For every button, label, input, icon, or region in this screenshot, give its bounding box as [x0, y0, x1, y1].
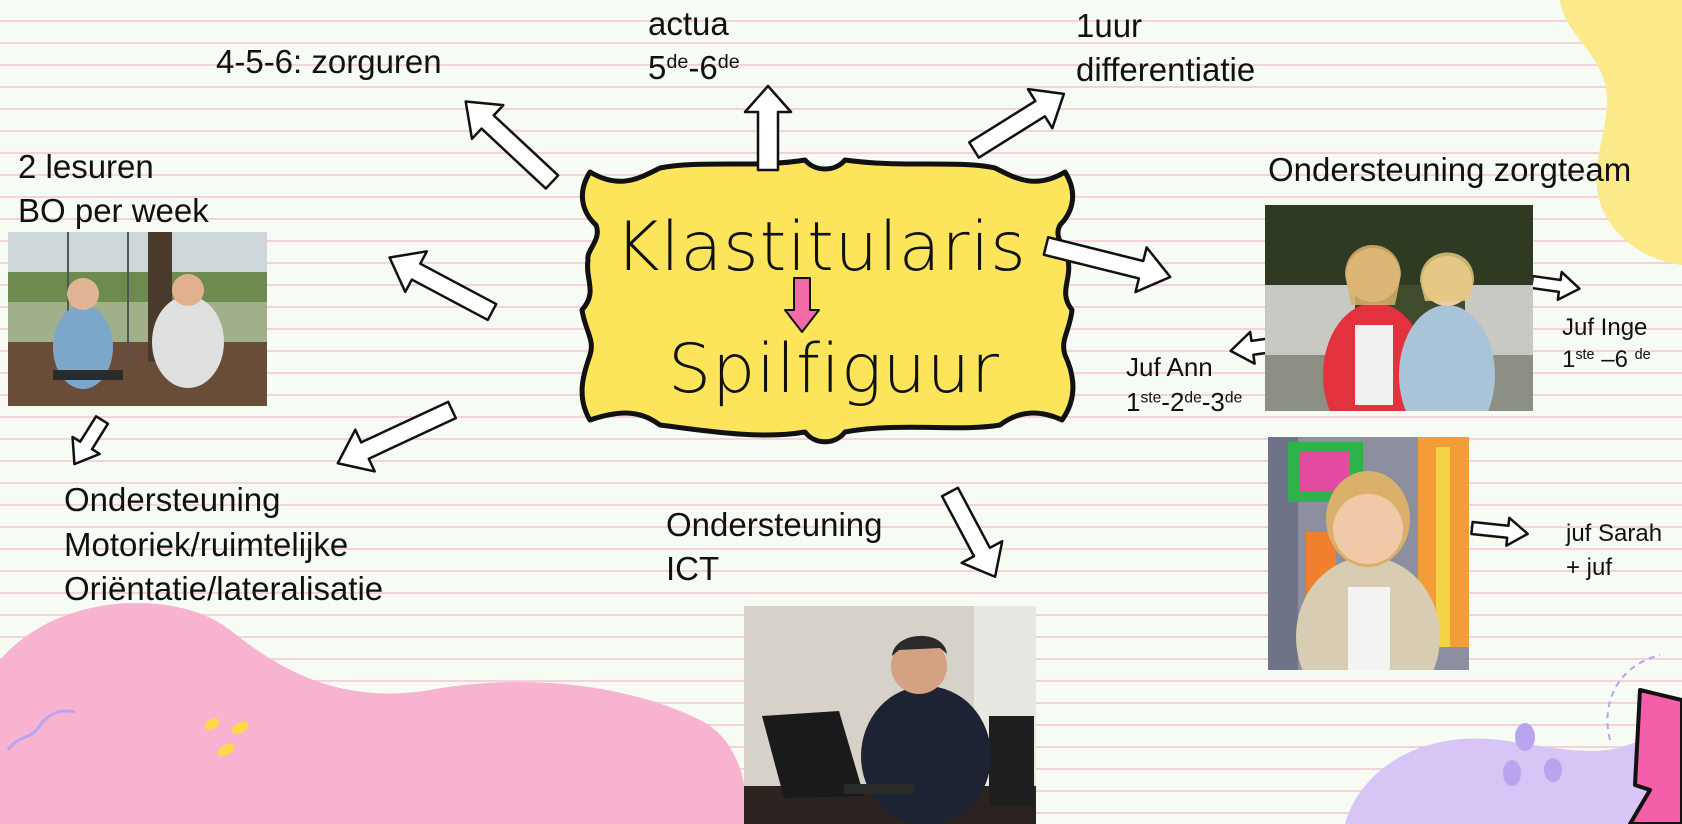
squiggle-icon [6, 709, 76, 751]
label-ict-line1: Ondersteuning [666, 506, 883, 543]
center-subtitle: Spilfiguur [668, 330, 1000, 409]
arrow-icon [1042, 236, 1172, 294]
label-motoriek-line2: Motoriek/ruimtelijke [64, 526, 349, 563]
label-sarah-line2: + juf [1566, 554, 1613, 581]
label-ann-text: -3 [1201, 387, 1225, 417]
label-ann-sup: de [1184, 389, 1202, 407]
pink-blob [0, 602, 747, 824]
arrow-icon [388, 250, 498, 322]
label-inge-sup: de [1634, 347, 1651, 364]
arrow-icon [743, 84, 793, 172]
label-ann-grades: 1ste-2de-3de [1126, 385, 1242, 420]
label-actua-sup: de [666, 51, 689, 74]
label-actua-text: 5 [648, 49, 667, 86]
purple-dot [1503, 760, 1521, 786]
lightning-icon [1628, 688, 1682, 824]
yellow-dot [217, 743, 235, 757]
arrow-icon [1470, 516, 1529, 547]
label-zorguren: 4-5-6: zorguren [216, 43, 442, 80]
label-inge-grades: 1ste –6 de [1562, 344, 1651, 376]
photo-zorgteam [1265, 205, 1533, 411]
photo-bo-teachers [8, 232, 267, 406]
label-inge-name: Juf Inge [1562, 314, 1648, 341]
label-ann-text: 1 [1126, 387, 1141, 417]
arrow-icon [464, 100, 560, 190]
label-inge-sup: ste [1575, 347, 1595, 364]
label-sarah-line1: juf Sarah [1566, 520, 1663, 547]
center-title: Klastitularis [615, 208, 1027, 287]
arrow-icon [336, 400, 458, 473]
label-differentiatie-line1: 1uur [1076, 7, 1143, 44]
label-differentiatie-line2: differentiatie [1076, 51, 1256, 88]
purple-dot [1515, 723, 1535, 751]
label-inge-text: –6 [1594, 346, 1635, 373]
label-motoriek-line1: Ondersteuning [64, 481, 281, 518]
label-actua-line1: actua [648, 5, 729, 42]
label-ict-line2: ICT [666, 550, 720, 587]
label-bo-line2: BO per week [18, 192, 209, 229]
yellow-dot [204, 718, 220, 730]
label-ann-text: -2 [1161, 387, 1185, 417]
label-actua-text: -6 [688, 49, 718, 86]
label-motoriek-line3: Oriëntatie/lateralisatie [64, 570, 384, 607]
label-actua-line2: 5de-6de [648, 46, 740, 90]
label-inge-text: 1 [1562, 346, 1576, 373]
center-bracket-shape [579, 157, 1076, 445]
dashed-circle [1606, 654, 1661, 741]
arrow-icon [71, 415, 110, 466]
down-arrow-icon [784, 277, 820, 333]
yellow-dot [231, 721, 249, 735]
label-ann-sup: de [1224, 389, 1243, 407]
label-zorgteam: Ondersteuning zorgteam [1268, 151, 1632, 188]
photo-ict [744, 606, 1036, 824]
label-actua-sup: de [717, 51, 740, 74]
photo-sarah [1268, 437, 1469, 670]
arrow-icon [940, 486, 1004, 579]
arrow-icon [1529, 270, 1581, 302]
yellow-blob [1560, 0, 1682, 265]
label-ann-name: Juf Ann [1126, 352, 1213, 382]
label-ann-sup: ste [1140, 389, 1162, 407]
label-bo-line1: 2 lesuren [18, 148, 154, 185]
arrow-icon [967, 87, 1066, 159]
purple-dot [1544, 758, 1562, 782]
